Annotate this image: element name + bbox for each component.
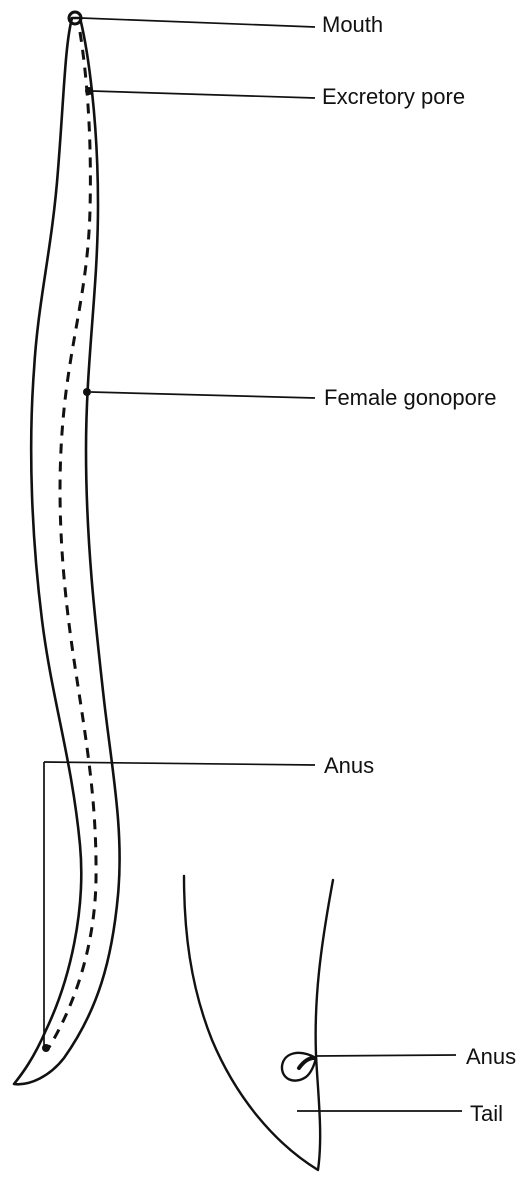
female-gonopore-dot — [83, 388, 91, 396]
excretory-pore-leader — [92, 91, 315, 98]
label-mouth: Mouth — [322, 14, 383, 36]
anus-leader-horizontal — [44, 762, 315, 765]
tail-anus-inner-mark — [299, 1058, 314, 1068]
tail-detail-outline — [184, 876, 333, 1170]
tail-anus-leader — [316, 1055, 456, 1056]
label-excretory-pore: Excretory pore — [322, 86, 465, 108]
label-female-gonopore: Female gonopore — [324, 387, 496, 409]
mouth-leader — [81, 18, 315, 27]
label-tail: Tail — [470, 1103, 503, 1125]
female-gonopore-leader — [91, 392, 315, 398]
label-anus-main: Anus — [324, 755, 374, 777]
excretory-pore-dot — [85, 87, 93, 95]
worm-body-outline — [14, 18, 120, 1084]
label-anus-detail: Anus — [466, 1046, 516, 1068]
